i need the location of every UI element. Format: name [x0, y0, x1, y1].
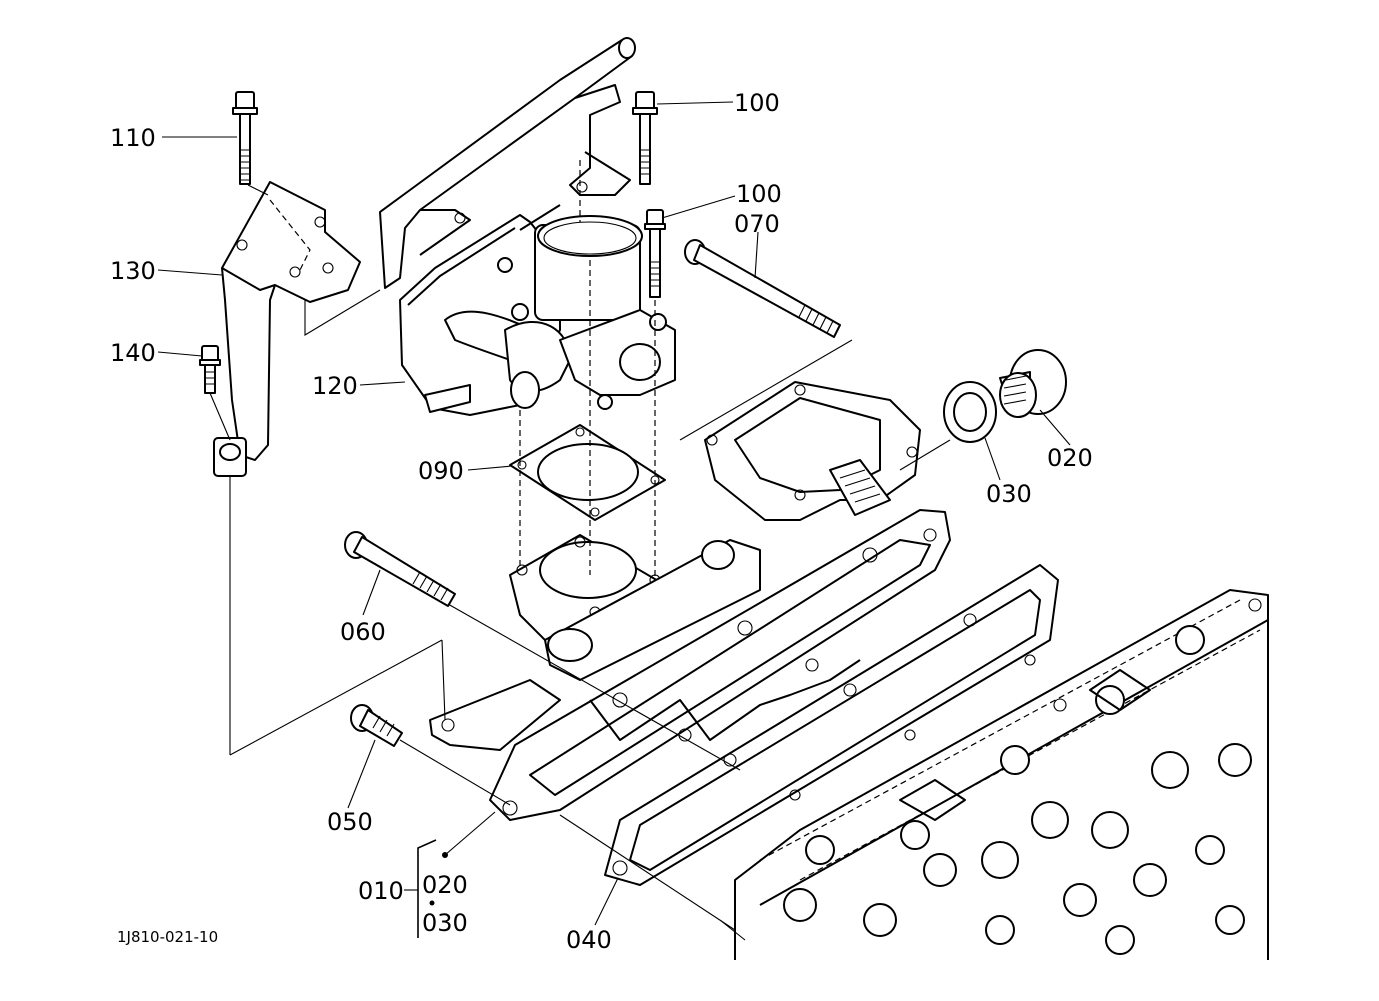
bolt-060 [344, 531, 456, 607]
callout-100-top: 100 [734, 89, 780, 117]
small-bracket [569, 84, 631, 196]
callout-110: 110 [110, 124, 156, 152]
callout-010-sub-030: 030 [422, 909, 468, 937]
bolt-110 [232, 91, 258, 185]
callout-090: 090 [418, 457, 464, 485]
bolt-100-mid [644, 209, 666, 298]
gasket-040 [604, 564, 1059, 886]
cylinder-head [734, 589, 1269, 960]
bolt-140 [199, 345, 231, 441]
gasket-090 [509, 424, 666, 521]
callout-050: 050 [327, 808, 373, 836]
callout-040: 040 [566, 926, 612, 954]
callout-140: 140 [110, 339, 156, 367]
intake-manifold [429, 381, 951, 821]
bolt-100-top [632, 91, 658, 185]
group-bracket-010 [404, 839, 437, 938]
plug-020 [999, 349, 1067, 418]
callout-010: 010 [358, 877, 404, 905]
callout-120: 120 [312, 372, 358, 400]
callout-labels: 110 100 100 070 130 140 120 090 030 020 … [110, 89, 1093, 954]
bracket-130 [213, 181, 381, 477]
callout-130: 130 [110, 257, 156, 285]
bolt-070 [684, 239, 841, 338]
callout-070: 070 [734, 210, 780, 238]
callout-020: 020 [1047, 444, 1093, 472]
diagram-id: 1J810-021-10 [117, 928, 218, 946]
bolt-050 [350, 704, 403, 747]
callout-010-sub-020: 020 [422, 871, 468, 899]
callout-030: 030 [986, 480, 1032, 508]
callout-060: 060 [340, 618, 386, 646]
washer-030 [943, 381, 997, 443]
leader-lines [157, 101, 1071, 941]
throttle-body-120 [399, 204, 676, 416]
callout-100-mid: 100 [736, 180, 782, 208]
